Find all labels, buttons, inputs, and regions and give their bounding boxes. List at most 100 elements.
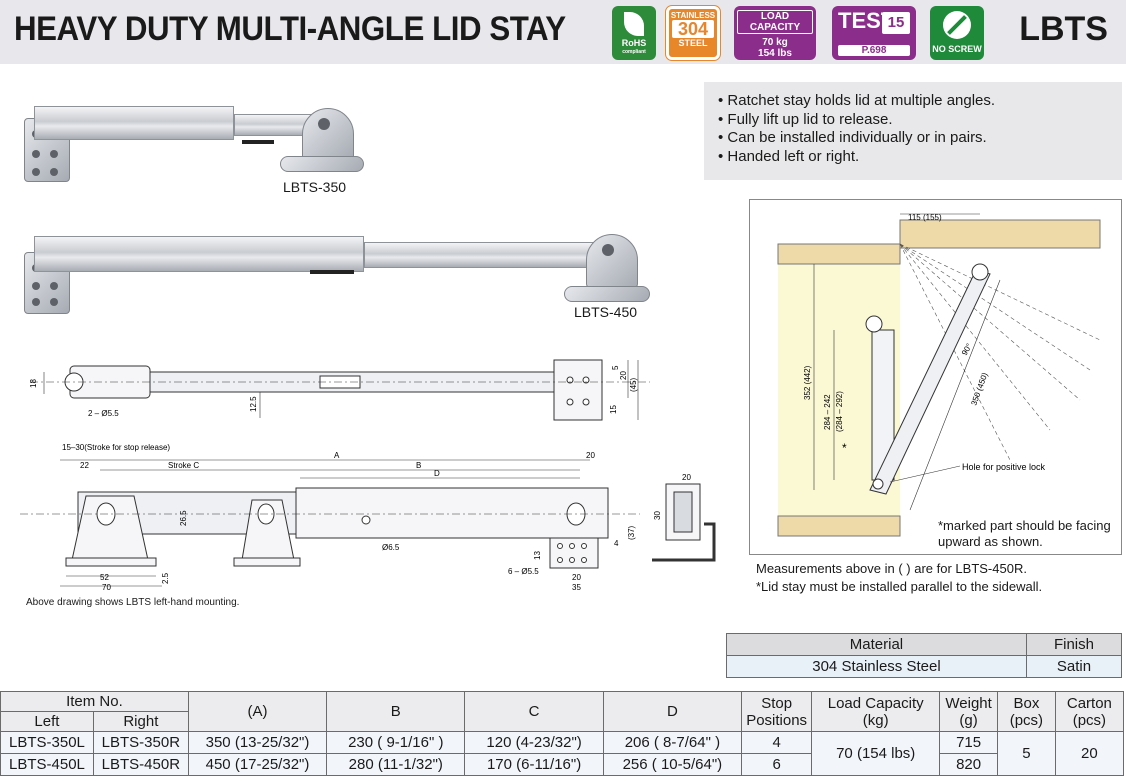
- dim-label: 70: [102, 583, 111, 592]
- material-header: Material: [726, 633, 1027, 656]
- table-row: LBTS-450L LBTS-450R 450 (17-25/32") 280 …: [0, 753, 1124, 776]
- outer-rail: [34, 106, 234, 140]
- side-view-drawing: 15–30(Stroke for stop release) 22 Stroke…: [20, 443, 716, 592]
- load-lbs: 154 lbs: [758, 48, 792, 59]
- weight-header: Weight (g): [939, 691, 998, 732]
- lid-plate: [280, 156, 364, 172]
- value-weight: 715: [939, 731, 998, 754]
- value-stops: 6: [741, 753, 813, 776]
- load-capacity-header: Load Capacity (kg): [811, 691, 941, 732]
- item-no-header: Item No.: [0, 691, 189, 712]
- product-image-lbts-350: [24, 100, 374, 184]
- finish-value: Satin: [1025, 655, 1123, 678]
- finish-header: Finish: [1025, 633, 1123, 656]
- load-kg: 70 kg: [762, 37, 788, 48]
- value-d: 206 ( 8-7/64" ): [602, 731, 743, 754]
- test-badge: TEST 15 P.698: [832, 6, 916, 60]
- dim-label: 26.5: [179, 510, 188, 526]
- col-b-header: B: [326, 691, 466, 732]
- header-bar: HEAVY DUTY MULTI-ANGLE LID STAY RoHS com…: [0, 0, 1126, 64]
- feature-item: • Handed left or right.: [718, 147, 860, 165]
- dim-label: 5: [611, 365, 620, 370]
- no-screw-text: NO SCREW: [932, 44, 982, 54]
- dim-label: 20: [619, 371, 628, 380]
- product-code: LBTS: [1019, 10, 1108, 48]
- dim-label: 13: [533, 551, 542, 560]
- value-b: 230 ( 9-1/16" ): [326, 731, 466, 754]
- dim-label: 350 (450): [969, 371, 989, 407]
- dim-label: 35: [572, 583, 581, 592]
- dim-label: (37): [627, 525, 636, 540]
- inner-rail: [364, 242, 604, 268]
- dim-label: Stroke C: [168, 461, 199, 470]
- item-right: LBTS-450R: [92, 753, 189, 776]
- lid-bracket: [302, 108, 354, 160]
- col-a-header: (A): [187, 691, 328, 732]
- load-capacity-badge: LOAD CAPACITY 70 kg 154 lbs: [734, 6, 816, 60]
- dim-label: 18: [30, 379, 38, 388]
- col-c-header: C: [464, 691, 604, 732]
- value-load: 70 (154 lbs): [811, 731, 941, 776]
- hole-label: Hole for positive lock: [962, 462, 1046, 472]
- value-carton: 20: [1054, 731, 1125, 776]
- value-box: 5: [997, 731, 1056, 776]
- dim-label: A: [334, 451, 340, 460]
- dim-label: 12.5: [249, 396, 258, 412]
- lid-plate: [564, 286, 650, 302]
- measurement-note: Measurements above in ( ) are for LBTS-4…: [756, 561, 1027, 576]
- feature-item: • Can be installed individually or in pa…: [718, 129, 987, 146]
- top-view-drawing: 18 2 – Ø5.5 12.5 5 20 (45) 15: [30, 359, 650, 421]
- value-weight: 820: [939, 753, 998, 776]
- value-c: 120 (4-23/32"): [464, 731, 604, 754]
- outer-rail: [34, 236, 364, 272]
- item-left: LBTS-350L: [0, 731, 94, 754]
- installation-diagram: 115 (155) 352 (442) 284 – 242 (284 – 292…: [749, 199, 1122, 555]
- product-label-350: LBTS-350: [283, 179, 347, 195]
- load-title: LOAD CAPACITY: [737, 10, 813, 34]
- item-right: LBTS-350R: [92, 731, 189, 754]
- dim-label: 2.5: [161, 572, 170, 584]
- asterisk-mark: *: [842, 441, 847, 455]
- box-header: Box (pcs): [997, 691, 1056, 732]
- left-header: Left: [0, 711, 94, 732]
- no-screw-icon: [943, 11, 971, 39]
- material-table: Material Finish 304 Stainless Steel Sati…: [726, 633, 1123, 678]
- page-title: HEAVY DUTY MULTI-ANGLE LID STAY: [14, 10, 566, 48]
- dim-label: 15: [609, 405, 618, 414]
- item-left: LBTS-450L: [0, 753, 94, 776]
- feature-list: • Ratchet stay holds lid at multiple ang…: [704, 82, 1122, 180]
- stainless-bottom-text: STEEL: [678, 38, 708, 48]
- lid-bracket: [586, 234, 638, 288]
- rohs-text: RoHS: [621, 38, 647, 48]
- dim-label: (45): [629, 377, 638, 392]
- stainless-number: 304: [672, 20, 714, 38]
- dim-label: 6 – Ø5.5: [508, 567, 539, 576]
- value-d: 256 ( 10-5/64"): [602, 753, 743, 776]
- feature-item: • Ratchet stay holds lid at multiple ang…: [718, 92, 996, 109]
- stroke-note: 15–30(Stroke for stop release): [62, 443, 170, 452]
- dim-label: 2 – Ø5.5: [88, 409, 119, 418]
- dim-label: 20: [586, 451, 595, 460]
- dim-label: Ø6.5: [382, 543, 400, 552]
- dim-label: 4: [614, 539, 619, 548]
- dim-label: 115 (155): [908, 213, 942, 222]
- installation-svg: 115 (155) 352 (442) 284 – 242 (284 – 292…: [777, 213, 1101, 537]
- product-image-lbts-450: [24, 232, 654, 314]
- dim-label: (284 – 292): [835, 391, 844, 432]
- installation-note: *Lid stay must be installed parallel to …: [756, 579, 1043, 594]
- value-a: 350 (13-25/32"): [187, 731, 328, 754]
- test-page: P.698: [838, 45, 910, 56]
- value-a: 450 (17-25/32"): [187, 753, 328, 776]
- carton-header: Carton (pcs): [1054, 691, 1125, 732]
- dim-label: D: [434, 469, 440, 478]
- feature-item: • Fully lift up lid to release.: [718, 110, 893, 128]
- no-screw-badge: NO SCREW: [930, 6, 984, 60]
- right-header: Right: [92, 711, 189, 732]
- dim-label: 352 (442): [803, 365, 812, 400]
- rohs-sub-text: compliant: [622, 49, 646, 55]
- value-c: 170 (6-11/16"): [464, 753, 604, 776]
- stainless-badge: STAINLESS 304 STEEL: [665, 5, 721, 61]
- value-stops: 4: [741, 731, 813, 754]
- dim-label: 20: [682, 473, 691, 482]
- stop-positions-header: Stop Positions: [741, 691, 813, 732]
